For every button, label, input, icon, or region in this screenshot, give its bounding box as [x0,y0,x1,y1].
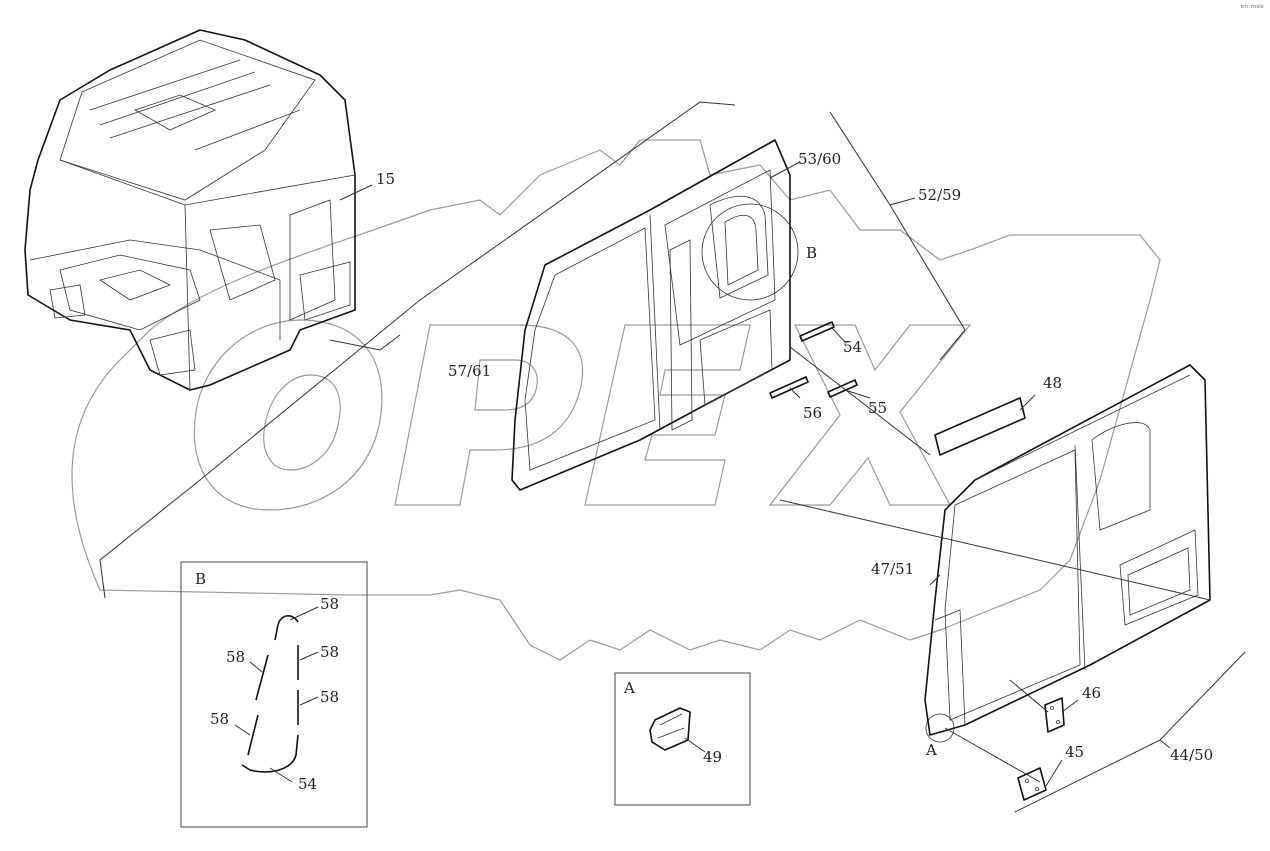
label-58-a: 58 [320,595,339,613]
label-44-50: 44/50 [1170,746,1213,764]
label-58-d: 58 [320,688,339,706]
label-a-circle: A [925,741,937,759]
label-53-60: 53/60 [798,150,841,168]
label-48: 48 [1043,374,1062,392]
label-45: 45 [1065,743,1084,761]
detail-box-b [180,561,368,828]
plate-45 [1017,767,1047,801]
label-15: 15 [376,170,395,188]
cab-body-15 [24,29,356,391]
label-b-box: B [195,570,206,588]
outer-panel-47-51 [924,364,1211,736]
callout-labels: 15 53/60 52/59 B 54 57/61 56 55 48 47/51… [195,150,1213,793]
corner-mark: ᵉⁿ ᵐᵉᵉ [1240,4,1264,14]
label-55: 55 [868,399,887,417]
label-b-detail: B [806,244,817,262]
inner-frame-57-61 [511,139,799,491]
leader-lines [99,101,1246,813]
label-49: 49 [703,748,722,766]
seal-strip-54 [799,321,835,342]
label-54-box: 54 [298,775,317,793]
seal-strip-56 [769,376,809,399]
watermark-letters [193,319,972,511]
label-58-e: 58 [210,710,229,728]
label-a-box: A [623,679,635,697]
label-57-61: 57/61 [448,362,491,380]
label-54-top: 54 [843,338,862,356]
detail-box-a [614,672,751,806]
seal-strip-48 [934,397,1026,456]
seal-strip-55 [827,379,858,398]
bracket-46 [1044,697,1065,733]
label-58-c: 58 [320,643,339,661]
label-52-59: 52/59 [918,186,961,204]
label-58-b: 58 [226,648,245,666]
label-47-51: 47/51 [871,560,914,578]
label-56: 56 [803,404,822,422]
watermark-gear [71,139,1161,661]
label-46: 46 [1082,684,1101,702]
